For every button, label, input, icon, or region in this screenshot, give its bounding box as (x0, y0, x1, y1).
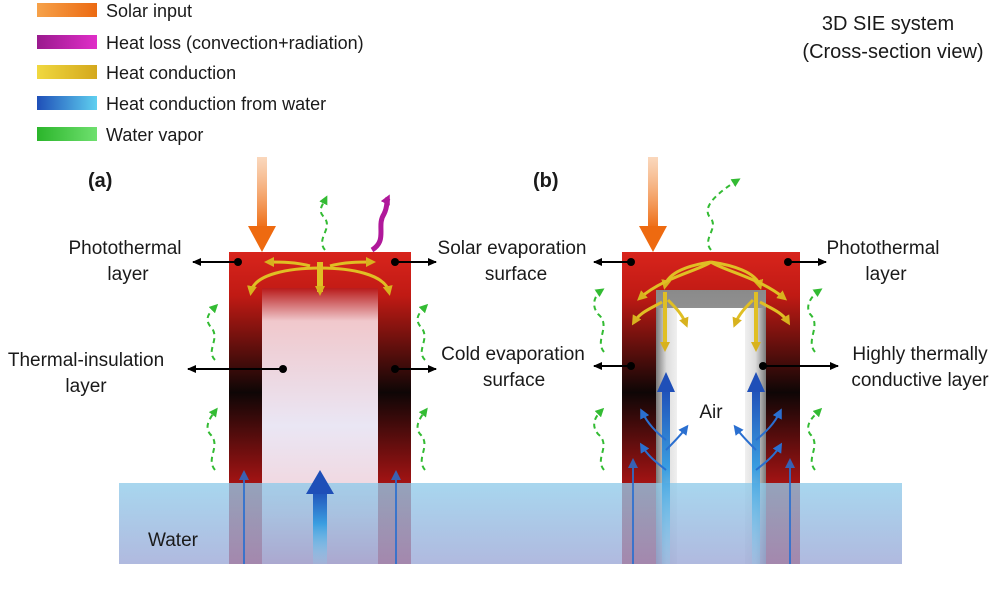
photothermal-label-b-line2: layer (865, 264, 907, 285)
conductive-label-line2: conductive layer (851, 370, 989, 391)
insulation-label-line2: layer (65, 376, 107, 397)
solar-arrow-b (639, 157, 667, 252)
cold-evap-label-line2: surface (483, 370, 545, 391)
heat-loss-arrow (370, 194, 391, 253)
legend-swatch-vapor (37, 127, 97, 141)
solar-arrow-a (248, 157, 276, 252)
water-conduction-b (628, 372, 795, 564)
water-label: Water (148, 530, 199, 551)
photothermal-label-b-line1: Photothermal (826, 238, 939, 259)
air-label: Air (699, 402, 723, 423)
legend-label-solar: Solar input (106, 1, 192, 21)
legend-label-water-conduction: Heat conduction from water (106, 94, 326, 114)
legend: Solar input Heat loss (convection+radiat… (37, 1, 364, 145)
title-line1: 3D SIE system (822, 13, 954, 35)
pointer-lines (187, 258, 839, 373)
legend-label-vapor: Water vapor (106, 125, 203, 145)
water-conduction-a (239, 470, 401, 564)
legend-swatch-heatloss (37, 35, 97, 49)
panel-b-tag: (b) (533, 170, 559, 192)
legend-swatch-conduction (37, 65, 97, 79)
water-body (119, 483, 902, 564)
conductive-label-line1: Highly thermally (852, 344, 988, 365)
insulation-label-line1: Thermal-insulation (8, 350, 164, 371)
photothermal-label-a-line2: layer (107, 264, 149, 285)
water-vapor-arrows (206, 178, 823, 471)
legend-label-heatloss: Heat loss (convection+radiation) (106, 33, 364, 53)
panel-a-tag: (a) (88, 170, 112, 192)
solar-evap-label-line2: surface (485, 264, 547, 285)
legend-swatch-water-conduction (37, 96, 97, 110)
photothermal-label-a-line1: Photothermal (68, 238, 181, 259)
legend-label-conduction: Heat conduction (106, 63, 236, 83)
solar-evap-label-line1: Solar evaporation (438, 238, 587, 259)
legend-swatch-solar (37, 3, 97, 17)
pointer-dots (234, 258, 792, 373)
heat-conduction-b (631, 260, 791, 352)
heat-conduction-a (247, 257, 393, 296)
title-line2: (Cross-section view) (802, 41, 983, 63)
cold-evap-label-line1: Cold evaporation (441, 344, 585, 365)
